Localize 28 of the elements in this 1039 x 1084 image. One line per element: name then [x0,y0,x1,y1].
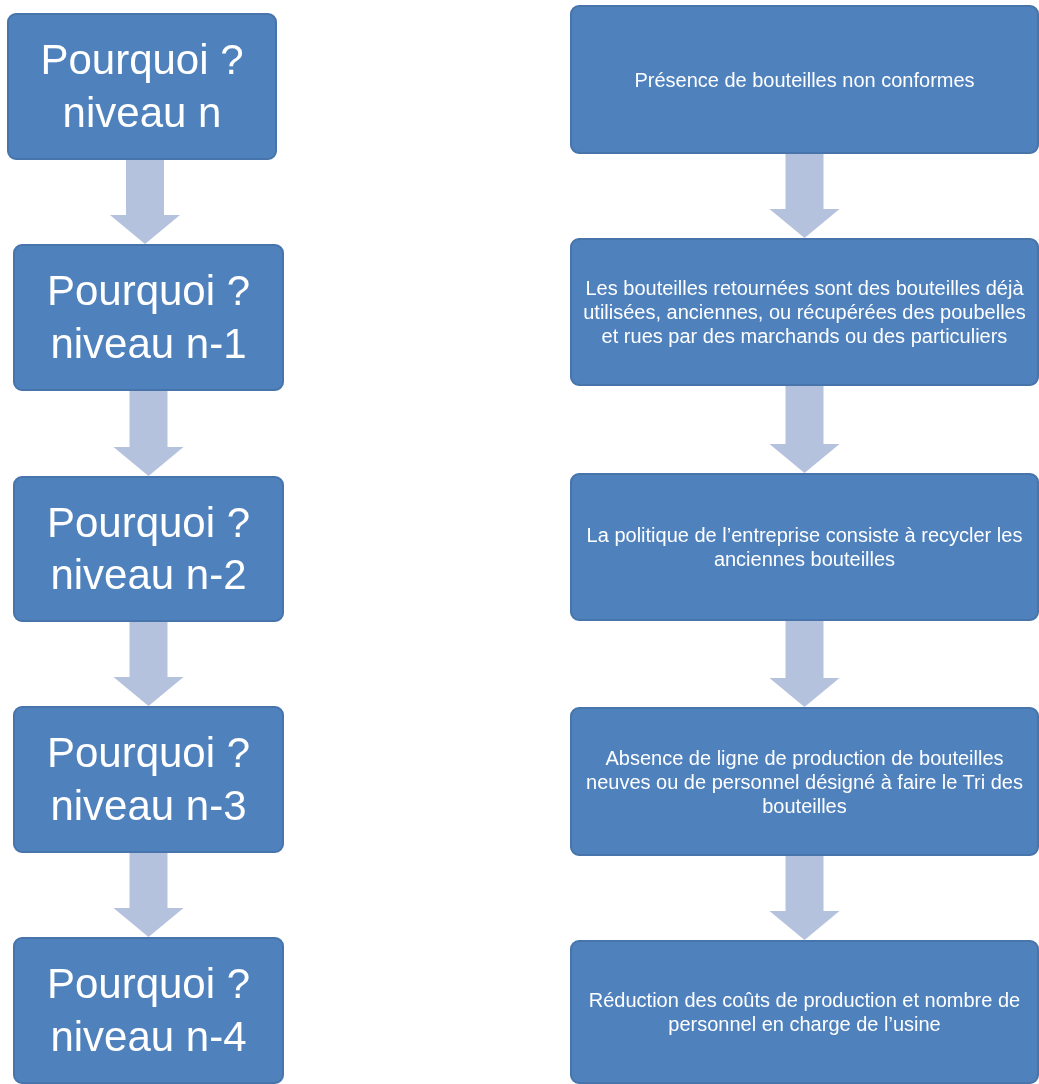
box-text: Pourquoi ? niveau n-1 [45,266,252,369]
down-arrow [113,853,184,937]
process-box [13,476,284,622]
box-text: Les bouteilles retournées sont des bouteilles déjà utilisées, anciennes, ou récupérées des poubelles et rues par des marchands ou des particuliers [582,276,1027,348]
down-arrow [769,856,840,940]
down-arrow [769,621,840,707]
process-box [7,13,277,160]
box-text: Pourquoi ? niveau n-3 [45,728,252,831]
down-arrow [769,154,840,238]
process-box [570,707,1039,856]
process-box [570,473,1039,621]
process-box [13,706,284,853]
process-box [570,238,1039,386]
box-text: Réduction des coûts de production et nombre de personnel en charge de l’usine [587,988,1022,1036]
process-box [13,244,284,391]
process-box [13,937,284,1084]
process-box [570,5,1039,154]
down-arrow [110,160,180,244]
box-text: Pourquoi ? niveau n-4 [45,959,252,1062]
box-text: Présence de bouteilles non conformes [633,67,976,92]
box-text: Pourquoi ? niveau n [39,35,245,138]
down-arrow [769,386,840,473]
box-text: Pourquoi ? niveau n-2 [45,497,252,600]
process-box [570,940,1039,1084]
down-arrow [113,391,184,476]
box-text: La politique de l’entreprise consiste à recycler les anciennes bouteilles [585,523,1024,571]
down-arrow [113,622,184,706]
box-text: Absence de ligne de production de bouteilles neuves ou de personnel désigné à faire le Tri des bouteilles [585,745,1024,818]
